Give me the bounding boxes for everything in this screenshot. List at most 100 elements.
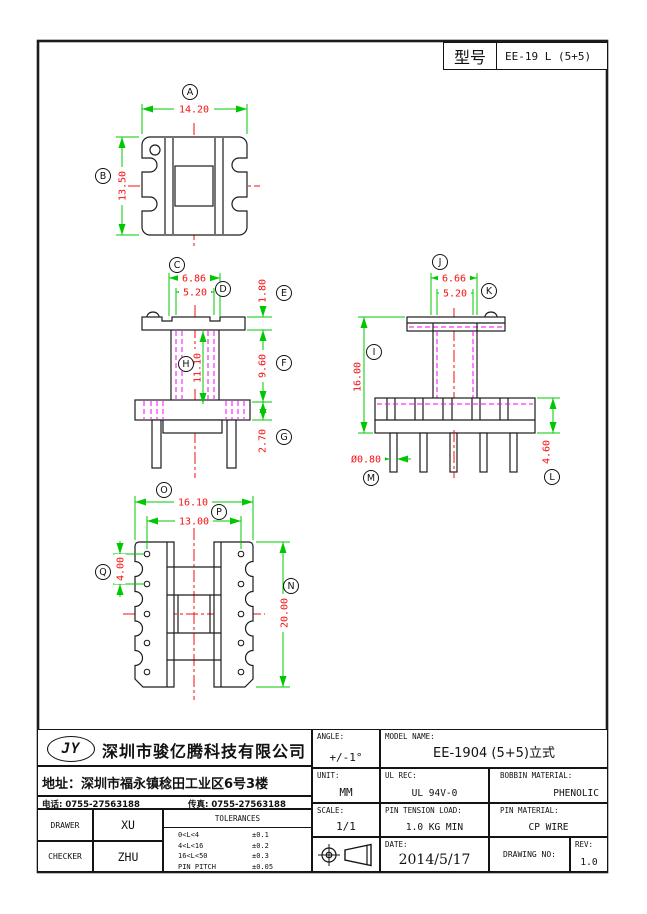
dim-label-Q: Q <box>95 564 111 580</box>
svg-text:11.10: 11.10 <box>193 353 204 383</box>
dim-label-B: B <box>95 168 111 184</box>
drawing-no-label: DRAWING NO: <box>503 850 556 859</box>
dim-text-D: 5.20 <box>179 286 211 299</box>
tolerances-table: 0<L<4 ±0.1 4<L<16 ±0.2 16<L<50 ±0.3 PIN … <box>164 828 311 872</box>
svg-text:I: I <box>373 347 376 358</box>
pilot-hole <box>149 144 161 156</box>
front-base-hidden-lines <box>143 401 245 419</box>
pin-material-label: PIN MATERIAL: <box>500 806 559 815</box>
angle-label: ANGLE: <box>317 732 345 741</box>
svg-text:M: M <box>367 473 375 484</box>
front-base <box>134 399 251 421</box>
top-view: 14.20 A 13.50 B <box>95 84 260 249</box>
dim-text-O: 16.10 <box>174 496 212 509</box>
scale-value: 1/1 <box>336 820 356 833</box>
phone-cell: 电话: 0755-27563188 传真: 0755-27563188 <box>37 796 312 810</box>
svg-text:2.70: 2.70 <box>258 429 269 453</box>
checker-value-cell: ZHU <box>93 841 163 872</box>
dim-text-I: 16.00 <box>351 358 364 396</box>
dim-text-C: 6.86 <box>178 272 210 285</box>
dim-text-A: 14.20 <box>174 103 214 116</box>
svg-text:E: E <box>281 288 287 299</box>
pin-material-value: CP WIRE <box>528 822 569 833</box>
side-flange <box>406 316 506 332</box>
angle-value: +/-1° <box>329 751 363 764</box>
tolerances-cell: TOLERANCES 0<L<4 ±0.1 4<L<16 ±0.2 16<L<5… <box>163 809 312 872</box>
company-fax: 传真: 0755-27563188 <box>188 800 286 810</box>
svg-text:5.20: 5.20 <box>183 288 207 299</box>
top-view-body <box>141 136 248 236</box>
scale-cell: SCALE: 1/1 <box>312 803 380 837</box>
ul-rec-label: UL REC: <box>385 771 417 780</box>
dim-label-G: G <box>276 429 292 445</box>
sheet-border <box>36 39 609 874</box>
bottom-view: 16.10 O 13.00 P 4.00 Q 20.00 N <box>95 482 299 700</box>
rev-cell: REV: 1.0 <box>570 837 608 872</box>
dim-label-N: N <box>283 578 299 594</box>
tolerance-row: 4<L<16 ±0.2 <box>178 841 269 850</box>
address-cell: 地址：深圳市福永镇稔田工业区6号3楼 <box>37 766 312 796</box>
date-value: 2014/5/17 <box>398 852 471 868</box>
pin-tension-label: PIN TENSION LOAD: <box>385 806 462 815</box>
front-view: 6.86 C 5.20 D 1.80 E 9.60 F 2.70 G 11.10… <box>134 257 292 478</box>
dim-label-H: H <box>178 356 194 372</box>
company-logo-text: JY <box>61 741 81 757</box>
dim-text-M: Ø0.80 <box>347 453 385 466</box>
company-name: 深圳市骏亿腾科技有限公司 <box>102 742 307 761</box>
date-cell: DATE: 2014/5/17 <box>380 837 489 872</box>
svg-text:16.00: 16.00 <box>353 362 364 392</box>
model-name-cell: MODEL NAME: EE-1904 (5+5)立式 <box>380 729 608 768</box>
drawer-label-cell: DRAWER <box>37 809 93 841</box>
tolerance-row: 16<L<50 ±0.3 <box>178 852 269 860</box>
ul-rec-cell: UL REC: UL 94V-0 <box>380 768 489 803</box>
drawer-value: XU <box>121 818 135 832</box>
dim-text-P: 13.00 <box>175 515 213 528</box>
company-address: 地址：深圳市福永镇稔田工业区6号3楼 <box>42 777 269 792</box>
model-code-label-cell: 型号 <box>443 42 497 70</box>
svg-text:9.60: 9.60 <box>258 354 269 378</box>
dim-text-L: 4.60 <box>540 437 553 467</box>
model-name-value: EE-1904 (5+5)立式 <box>433 746 555 761</box>
pin-tension-value: 1.0 KG MIN <box>405 822 464 833</box>
svg-text:16.10: 16.10 <box>178 498 208 509</box>
svg-text:D: D <box>219 284 226 295</box>
front-pin-left <box>151 419 162 469</box>
dim-label-F: F <box>276 355 292 371</box>
dim-label-O: O <box>156 482 172 498</box>
dim-text-K: 5.20 <box>439 287 471 300</box>
checker-label-cell: CHECKER <box>37 841 93 872</box>
front-boss <box>162 419 223 434</box>
center-core-hole <box>174 165 214 207</box>
svg-text:6.86: 6.86 <box>182 274 206 285</box>
model-code-value-cell: EE-19 L (5+5) <box>496 42 608 70</box>
checker-label: CHECKER <box>48 852 82 861</box>
svg-text:G: G <box>280 432 287 443</box>
dim-text-H: 11.10 <box>191 349 204 387</box>
svg-text:P: P <box>216 507 222 518</box>
svg-text:4.00: 4.00 <box>116 557 127 581</box>
svg-text:H: H <box>182 359 189 370</box>
svg-text:L: L <box>549 472 555 483</box>
svg-text:J: J <box>438 257 442 268</box>
dim-label-P: P <box>211 504 227 520</box>
dim-label-C: C <box>169 257 185 273</box>
svg-text:6.66: 6.66 <box>442 274 466 285</box>
dim-label-K: K <box>481 283 497 299</box>
svg-text:O: O <box>160 485 167 496</box>
scale-label: SCALE: <box>317 806 345 815</box>
svg-text:20.00: 20.00 <box>280 598 291 628</box>
dim-label-I: I <box>366 344 382 360</box>
dim-label-M: M <box>363 470 379 486</box>
svg-text:13.50: 13.50 <box>118 171 129 201</box>
checker-value: ZHU <box>117 849 139 864</box>
third-angle-projection-icon <box>318 843 372 867</box>
bobbin-material-cell: BOBBIN MATERIAL: PHENOLIC <box>489 768 608 803</box>
front-flange <box>141 316 246 331</box>
pin-material-cell: PIN MATERIAL: CP WIRE <box>489 803 608 837</box>
drawing-no-cell: DRAWING NO: <box>489 837 570 872</box>
side-base-teeth <box>386 398 509 420</box>
date-label: DATE: <box>385 840 408 849</box>
model-code-label: 型号 <box>453 48 486 67</box>
model-name-label: MODEL NAME: <box>385 732 435 741</box>
